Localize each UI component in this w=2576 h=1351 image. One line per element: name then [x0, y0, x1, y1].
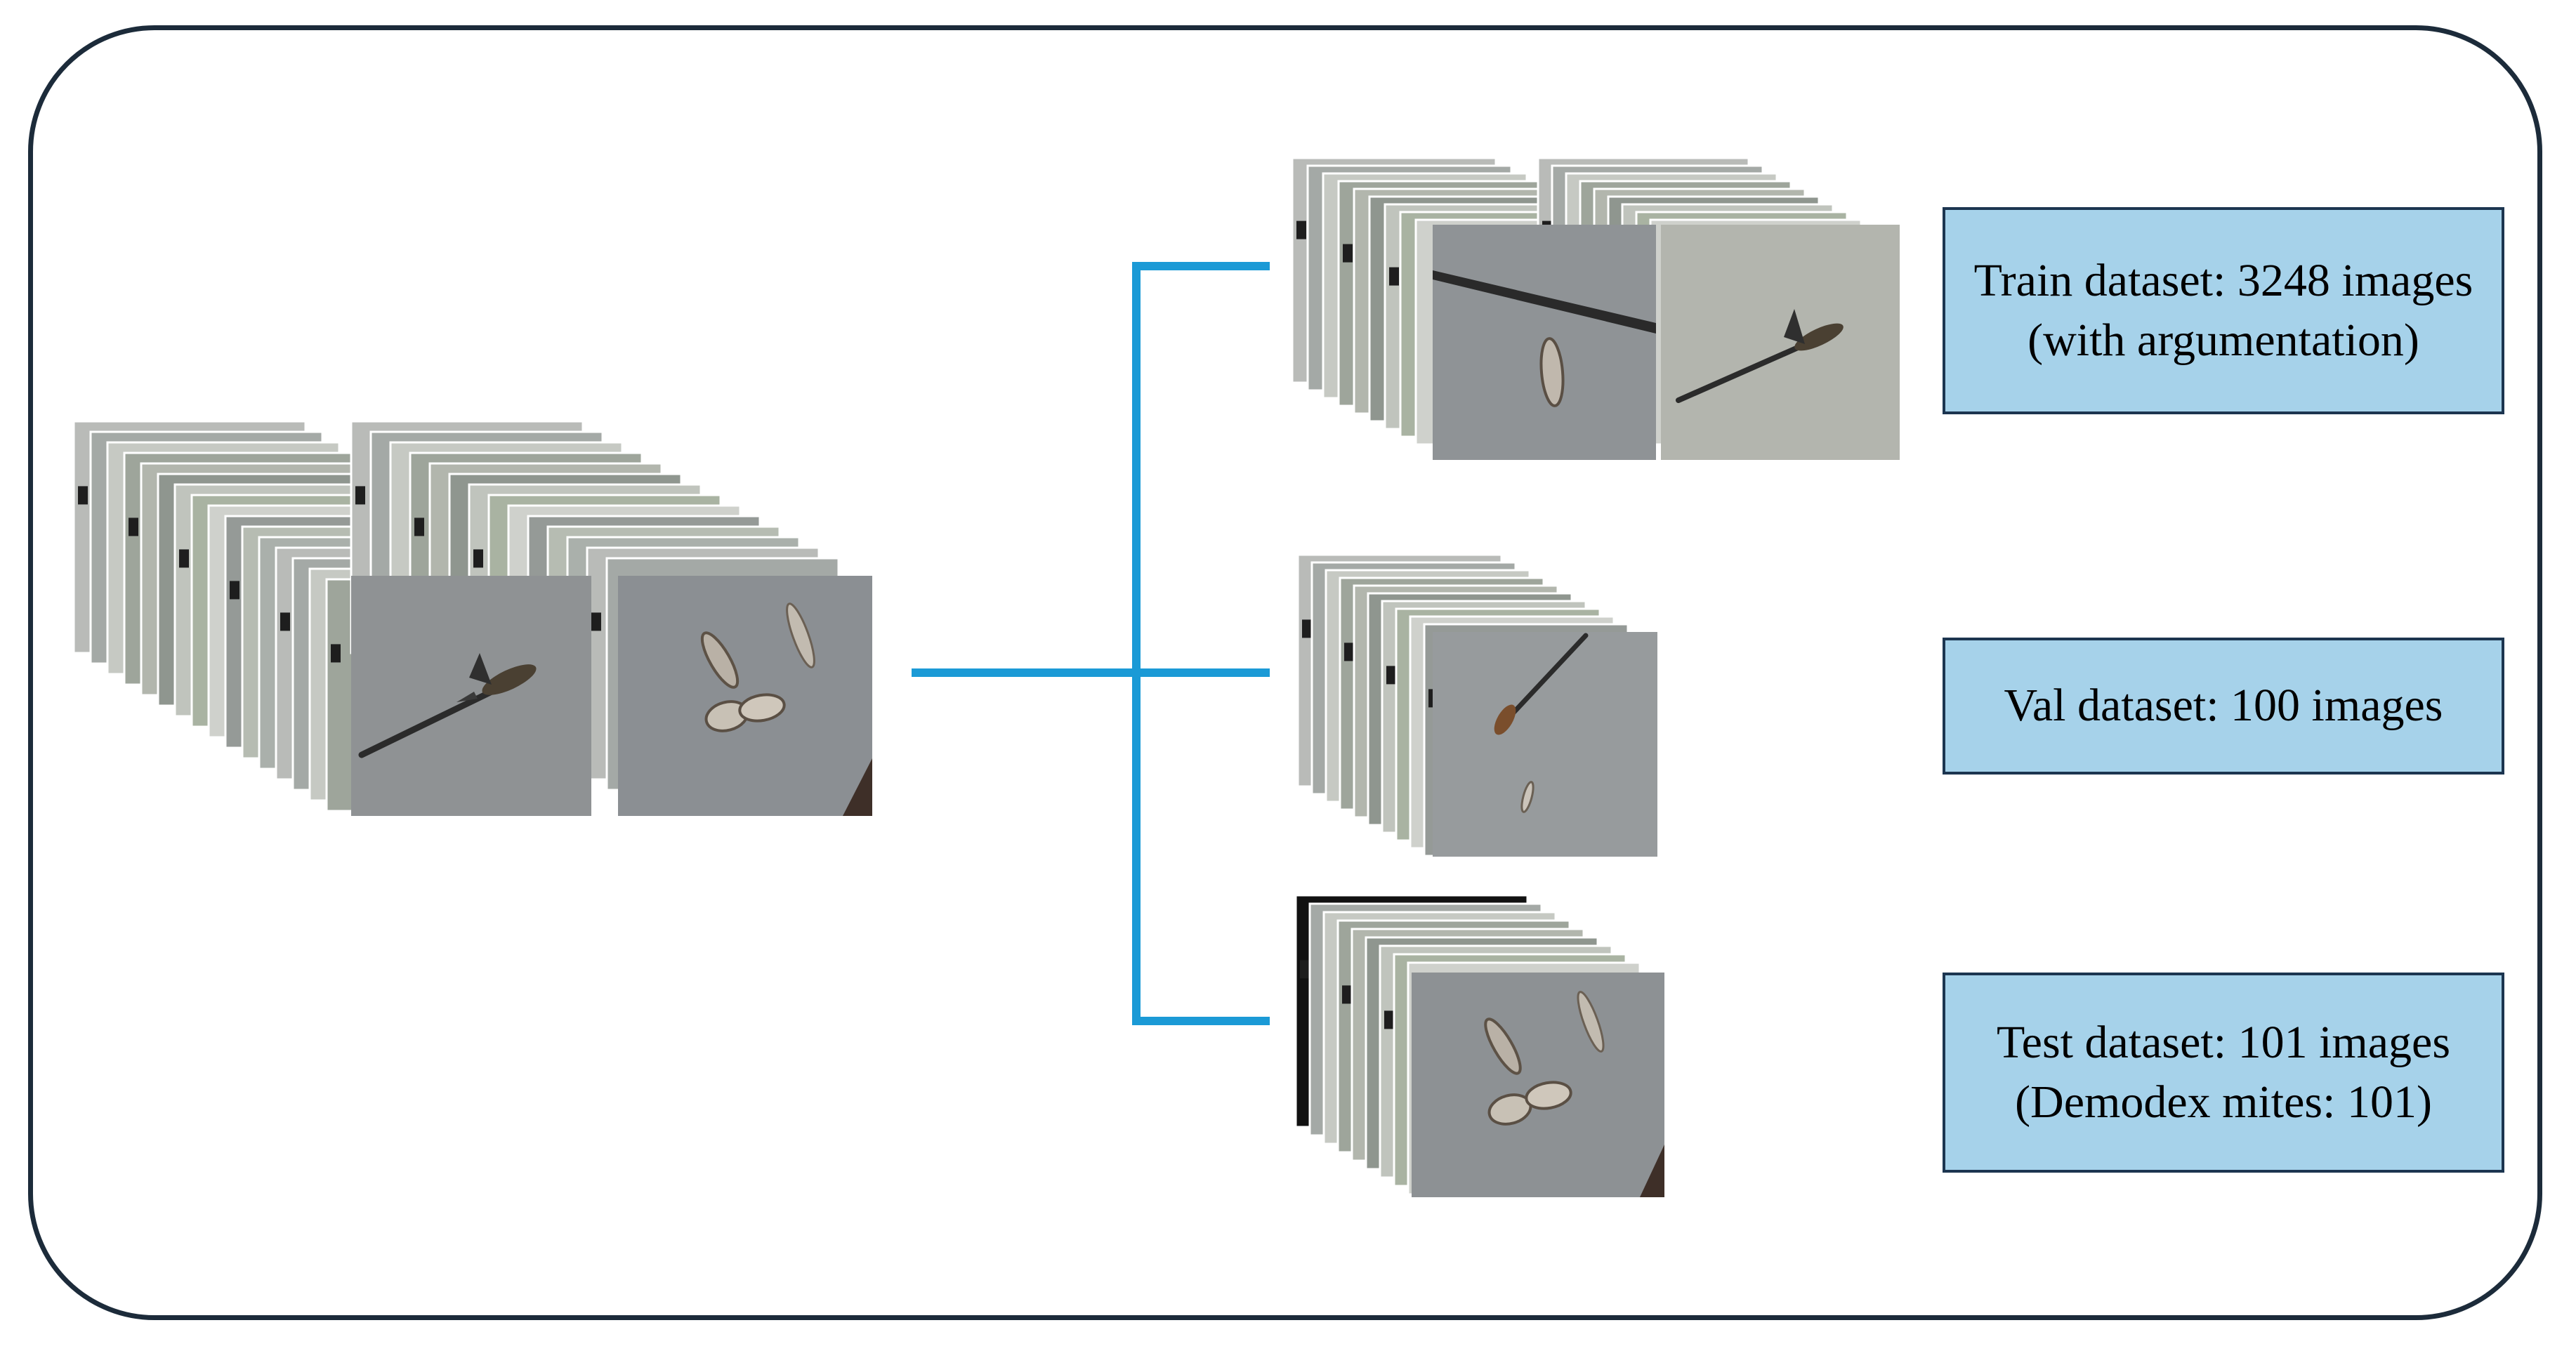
full-dataset-image-stack: [72, 420, 872, 816]
train-left-card-mark-1: [1296, 220, 1306, 239]
val-card-mark-4: [1344, 642, 1354, 661]
test-card-mark-1: [1300, 960, 1310, 979]
full-left-card-mark-13: [280, 612, 290, 631]
split-connector: [912, 262, 1270, 1025]
train-left-card-mark-4: [1343, 244, 1353, 263]
full-right-card-mark-7: [473, 549, 483, 568]
train-sample-image-2: [1661, 225, 1900, 460]
rounded-frame: [28, 25, 2542, 1320]
full-left-card-mark-16: [331, 644, 341, 663]
full-right-card-mark-1: [355, 486, 365, 505]
full-left-card-mark-10: [230, 581, 239, 600]
test-card-mark-7: [1384, 1010, 1394, 1029]
test-dataset-count: Test dataset: 101 images: [1996, 1017, 2451, 1069]
test-dataset-note: (Demodex mites: 101): [2015, 1076, 2432, 1128]
train-left-card-mark-7: [1389, 267, 1399, 286]
val-dataset-count: Val dataset: 100 images: [2004, 680, 2443, 732]
full-left-card-mark-4: [129, 518, 138, 536]
full-left-card-mark-7: [179, 549, 189, 568]
train-dataset-box: Train dataset: 3248 images (with argumen…: [1943, 207, 2504, 414]
train-image-stack: [1291, 157, 1900, 460]
sample-image-mites: [618, 576, 872, 816]
train-dataset-count: Train dataset: 3248 images: [1973, 255, 2473, 307]
val-dataset-box: Val dataset: 100 images: [1943, 638, 2504, 775]
test-card-mark-4: [1342, 985, 1352, 1004]
test-dataset-box: Test dataset: 101 images (Demodex mites:…: [1943, 973, 2504, 1173]
val-card-mark-1: [1302, 619, 1312, 638]
train-dataset-note: (with argumentation): [2028, 314, 2419, 366]
full-left-card-mark-1: [78, 486, 88, 505]
val-sample-image: [1433, 632, 1657, 857]
full-right-card-mark-4: [414, 518, 424, 536]
val-card-mark-7: [1386, 666, 1396, 685]
full-right-card-mark-13: [591, 612, 601, 631]
val-image-stack: [1296, 553, 1657, 857]
test-image-stack: [1294, 894, 1664, 1197]
